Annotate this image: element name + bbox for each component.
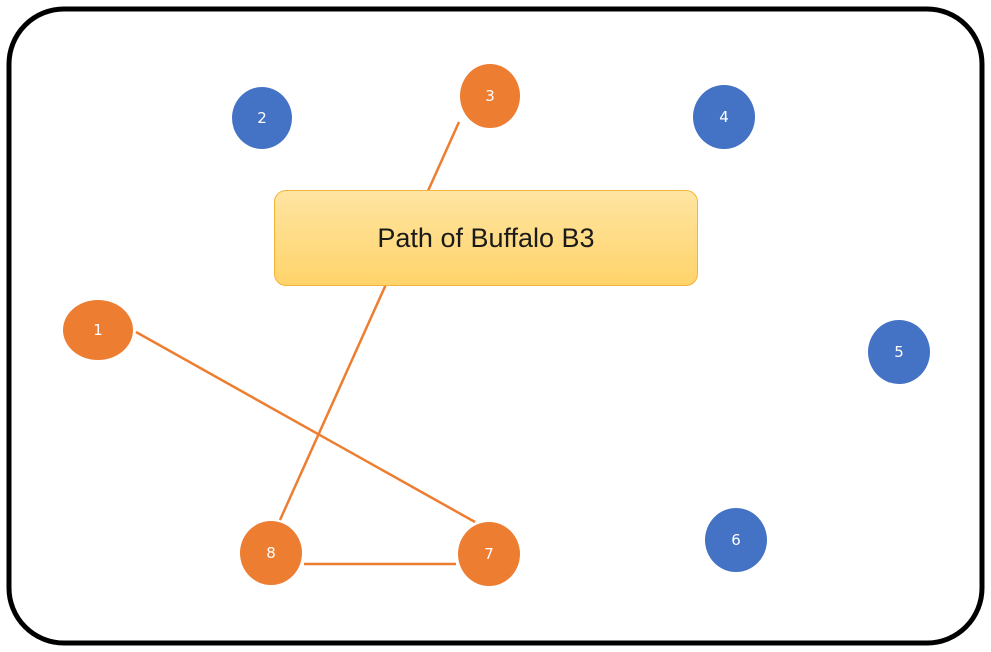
node-label-8: 8	[266, 544, 276, 562]
node-2: 2	[232, 87, 292, 149]
frame-border	[6, 6, 985, 646]
node-8: 8	[240, 521, 302, 585]
path-edge-7-1	[135, 330, 476, 524]
node-7: 7	[458, 522, 520, 586]
node-label-4: 4	[719, 108, 729, 126]
title-box: Path of Buffalo B3	[274, 190, 698, 286]
node-label-7: 7	[484, 545, 494, 563]
node-label-3: 3	[485, 87, 495, 105]
diagram-canvas: 1 2 3 4 5 6 7 8	[6, 6, 985, 646]
node-circle-8	[240, 521, 302, 585]
node-5: 5	[868, 320, 930, 384]
node-circle-3	[460, 64, 520, 128]
node-layer: 1 2 3 4 5 6 7 8	[63, 64, 930, 586]
node-circle-6	[705, 508, 767, 572]
node-circle-4	[693, 85, 755, 149]
node-circle-1	[63, 300, 133, 360]
node-label-5: 5	[894, 343, 904, 361]
node-label-6: 6	[731, 531, 741, 549]
diagram-title: Path of Buffalo B3	[377, 222, 595, 253]
node-circle-7	[458, 522, 520, 586]
node-3: 3	[460, 64, 520, 128]
node-circle-2	[232, 87, 292, 149]
node-1: 1	[63, 300, 133, 360]
path-edges	[135, 121, 476, 566]
node-6: 6	[705, 508, 767, 572]
path-edge-3-8	[278, 121, 461, 521]
node-circle-5	[868, 320, 930, 384]
node-4: 4	[693, 85, 755, 149]
node-label-1: 1	[93, 321, 103, 339]
node-label-2: 2	[257, 109, 267, 127]
rounded-frame: 1 2 3 4 5 6 7 8	[6, 6, 985, 646]
